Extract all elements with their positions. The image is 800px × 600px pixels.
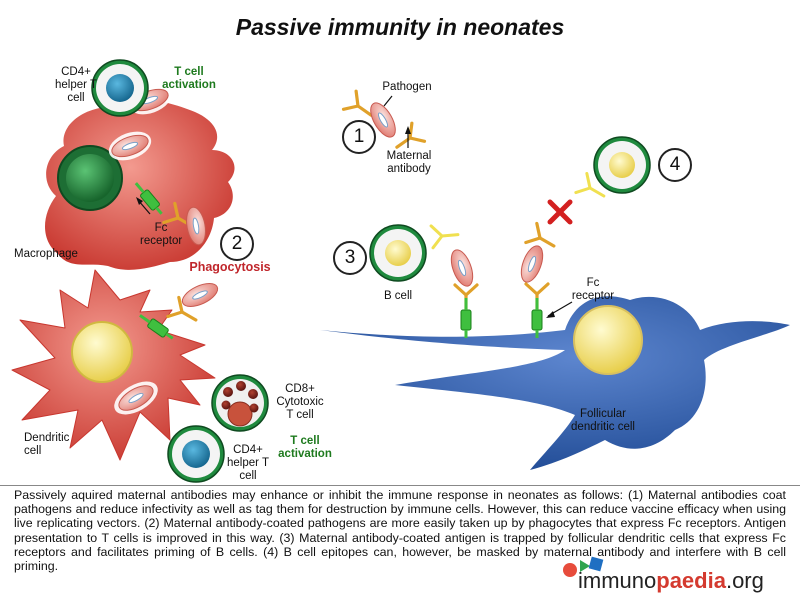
fc-receptor-fdc-left	[459, 296, 473, 340]
antibody-step4	[574, 171, 606, 198]
cd4-helper-top	[91, 59, 149, 117]
label-follicular-dc: Follicular dendritic cell	[571, 408, 635, 433]
label-pathogen: Pathogen	[382, 81, 432, 93]
step-4-badge: 4	[658, 148, 692, 182]
diagram-graphics	[11, 59, 790, 483]
pathogen-on-fdc-left	[446, 246, 478, 290]
step-1-badge: 1	[342, 120, 376, 154]
dendritic-nucleus	[71, 321, 133, 383]
b-cell-step3	[369, 224, 427, 282]
caption-text: Passively aquired maternal antibodies ma…	[14, 488, 786, 574]
cd4-helper-bottom	[167, 425, 225, 483]
label-fc-receptor-right: Fc receptor	[571, 277, 615, 302]
label-t-activation-bottom: T cell activation	[278, 435, 332, 460]
label-cd4-top: CD4+ helper T cell	[55, 66, 97, 104]
label-phagocytosis: Phagocytosis	[189, 260, 271, 274]
pathogen-dc-top	[178, 278, 222, 312]
logo-part-2: paedia	[656, 568, 726, 593]
logo-part-1: immuno	[578, 568, 657, 593]
label-macrophage: Macrophage	[14, 248, 78, 260]
cd8-cytotoxic-t-cell	[211, 374, 269, 432]
page-title: Passive immunity in neonates	[235, 14, 565, 40]
label-dendritic-cell: Dendritic cell	[24, 432, 70, 457]
antibody-on-b-cell	[429, 224, 460, 250]
follicular-dendritic-cell	[320, 296, 790, 470]
step-3-badge: 3	[333, 241, 367, 275]
step-2-badge: 2	[220, 227, 254, 261]
pathogen-in-macrophage	[108, 130, 152, 162]
label-cd8: CD8+ Cytotoxic T cell	[276, 383, 324, 421]
fc-receptor-fdc-right	[530, 296, 544, 340]
block-x-icon	[547, 199, 573, 225]
label-t-activation-top: T cell activation	[162, 66, 216, 91]
fdc-nucleus	[573, 305, 643, 375]
site-logo: immunopaedia.org	[578, 568, 764, 594]
label-cd4-bottom: CD4+ helper T cell	[227, 444, 269, 482]
pathogen-in-dc	[114, 380, 158, 416]
divider	[0, 485, 800, 486]
label-maternal-antibody: Maternal antibody	[386, 150, 432, 175]
pathogen-on-fdc-right	[516, 242, 548, 286]
logo-part-3: .org	[725, 568, 764, 593]
b-cell-step4	[593, 136, 651, 194]
label-fc-receptor-left: Fc receptor	[140, 222, 183, 247]
logo-mark-icon	[563, 556, 604, 577]
label-b-cell: B cell	[383, 290, 413, 302]
